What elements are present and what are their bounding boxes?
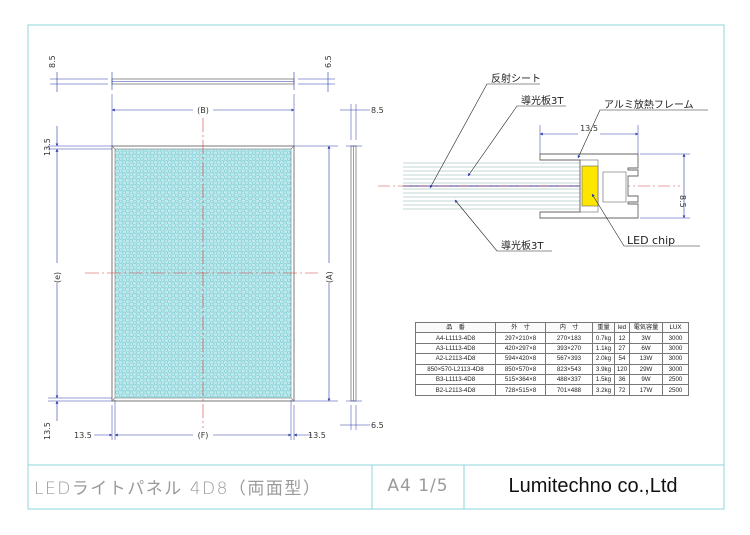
cell-outer-size: 297×210×8 (495, 332, 546, 344)
dim-section-height: 8.5 (678, 195, 687, 208)
spec-table: 品 番 外 寸 内 寸 重量 led 電気容量 LUX A4-L1113-4D8… (415, 321, 689, 396)
dim-side-bottom: 6.5 (371, 421, 384, 430)
side-edge-view (346, 145, 362, 402)
cell-outer-size: 420×297×8 (495, 342, 546, 355)
cell-outer-size: 850×570×8 (495, 363, 546, 375)
dim-section-width: 13.5 (580, 124, 598, 133)
dim-side-top: 8.5 (371, 106, 384, 115)
dim-left-bottom: 13.5 (43, 422, 52, 440)
callout-frame: アルミ放熱フレーム (604, 98, 694, 111)
cell-part-number: A4-L1113-4D8 (415, 332, 496, 344)
dim-b: (B) (197, 106, 209, 115)
cell-led: 27 (614, 342, 630, 355)
cell-inner-size: 823×543 (545, 363, 593, 375)
dim-bottom-left: 13.5 (74, 431, 92, 440)
header-inner-size: 内 寸 (545, 321, 593, 334)
dim-top-right: 6.5 (324, 55, 333, 68)
dim-a: (A) (325, 271, 334, 283)
table-row: 850×570-L2113-4D8 850×570×8 823×543 3.9k… (415, 363, 689, 375)
dim-bottom-right: 13.5 (308, 431, 326, 440)
cell-power: 13W (629, 353, 663, 365)
cell-power: 3W (629, 332, 663, 344)
top-edge-view (111, 72, 295, 90)
sheet-border (27, 24, 725, 510)
cell-inner-size: 567×393 (545, 353, 593, 365)
cell-led: 12 (614, 332, 630, 344)
table-row: B2-L2113-4D8 728×515×8 701×488 3.2kg 72 … (415, 384, 689, 396)
cell-weight: 0.7kg (592, 332, 615, 344)
cell-outer-size: 515×364×8 (495, 373, 546, 386)
title-block-company: Lumitechno co.,Ltd (508, 474, 678, 497)
header-outer-size: 外 寸 (495, 321, 546, 334)
title-block-title: LEDライトパネル 4D8（両面型） (34, 478, 322, 499)
callout-led-chip: LED chip (627, 234, 675, 247)
cell-part-number: B2-L2113-4D8 (415, 384, 496, 396)
cell-outer-size: 728×515×8 (495, 384, 546, 396)
cell-power: 6W (629, 342, 663, 355)
dim-f: (F) (198, 431, 209, 440)
cell-lux: 3000 (662, 363, 689, 375)
cell-part-number: A2-L2113-4D8 (415, 353, 496, 365)
callout-reflector: 反射シート (491, 73, 541, 85)
cell-outer-size: 594×420×8 (495, 353, 546, 365)
title-block-sheet: A4 1/5 (387, 476, 449, 496)
table-row: A2-L2113-4D8 594×420×8 567×393 2.0kg 54 … (415, 353, 689, 365)
cell-weight: 1.1kg (592, 342, 615, 355)
cell-inner-size: 701×488 (545, 384, 593, 396)
cell-inner-size: 393×270 (545, 342, 593, 355)
header-part-number: 品 番 (415, 321, 496, 334)
cell-inner-size: 270×183 (545, 332, 593, 344)
cell-power: 9W (629, 373, 663, 386)
cell-weight: 2.0kg (592, 353, 615, 365)
header-led: led (614, 321, 630, 334)
cell-led: 72 (614, 384, 630, 396)
header-weight: 重量 (592, 321, 615, 334)
table-row: B3-L1113-4D8 515×364×8 488×337 1.5kg 36 … (415, 373, 689, 386)
cell-lux: 2500 (662, 373, 689, 386)
dim-top-left: 8.5 (48, 55, 57, 68)
cell-led: 54 (614, 353, 630, 365)
dim-left-top: 13.5 (43, 138, 52, 156)
header-lux: LUX (662, 321, 689, 334)
table-row: A3-L1113-4D8 420×297×8 393×270 1.1kg 27 … (415, 342, 689, 355)
cell-lux: 3000 (662, 342, 689, 355)
header-power: 電気容量 (629, 321, 663, 334)
cell-lux: 3000 (662, 332, 689, 344)
cell-weight: 3.9kg (592, 363, 615, 375)
cell-lux: 3000 (662, 353, 689, 365)
cell-led: 36 (614, 373, 630, 386)
cross-section-detail (378, 153, 680, 219)
cell-part-number: 850×570-L2113-4D8 (415, 363, 496, 375)
cell-power: 29W (629, 363, 663, 375)
table-header-row: 品 番 外 寸 内 寸 重量 led 電気容量 LUX (415, 321, 689, 334)
callout-lightguide-bottom: 導光板3T (501, 239, 544, 252)
cell-led: 120 (614, 363, 630, 375)
cell-power: 17W (629, 384, 663, 396)
cell-inner-size: 488×337 (545, 373, 593, 386)
dim-e: (e) (53, 272, 62, 283)
cell-part-number: A3-L1113-4D8 (415, 342, 496, 355)
cell-part-number: B3-L1113-4D8 (415, 373, 496, 386)
callout-lightguide-top: 導光板3T (521, 94, 564, 107)
cell-weight: 1.5kg (592, 373, 615, 386)
table-row: A4-L1113-4D8 297×210×8 270×183 0.7kg 12 … (415, 332, 689, 344)
cell-lux: 2500 (662, 384, 689, 396)
cell-weight: 3.2kg (592, 384, 615, 396)
